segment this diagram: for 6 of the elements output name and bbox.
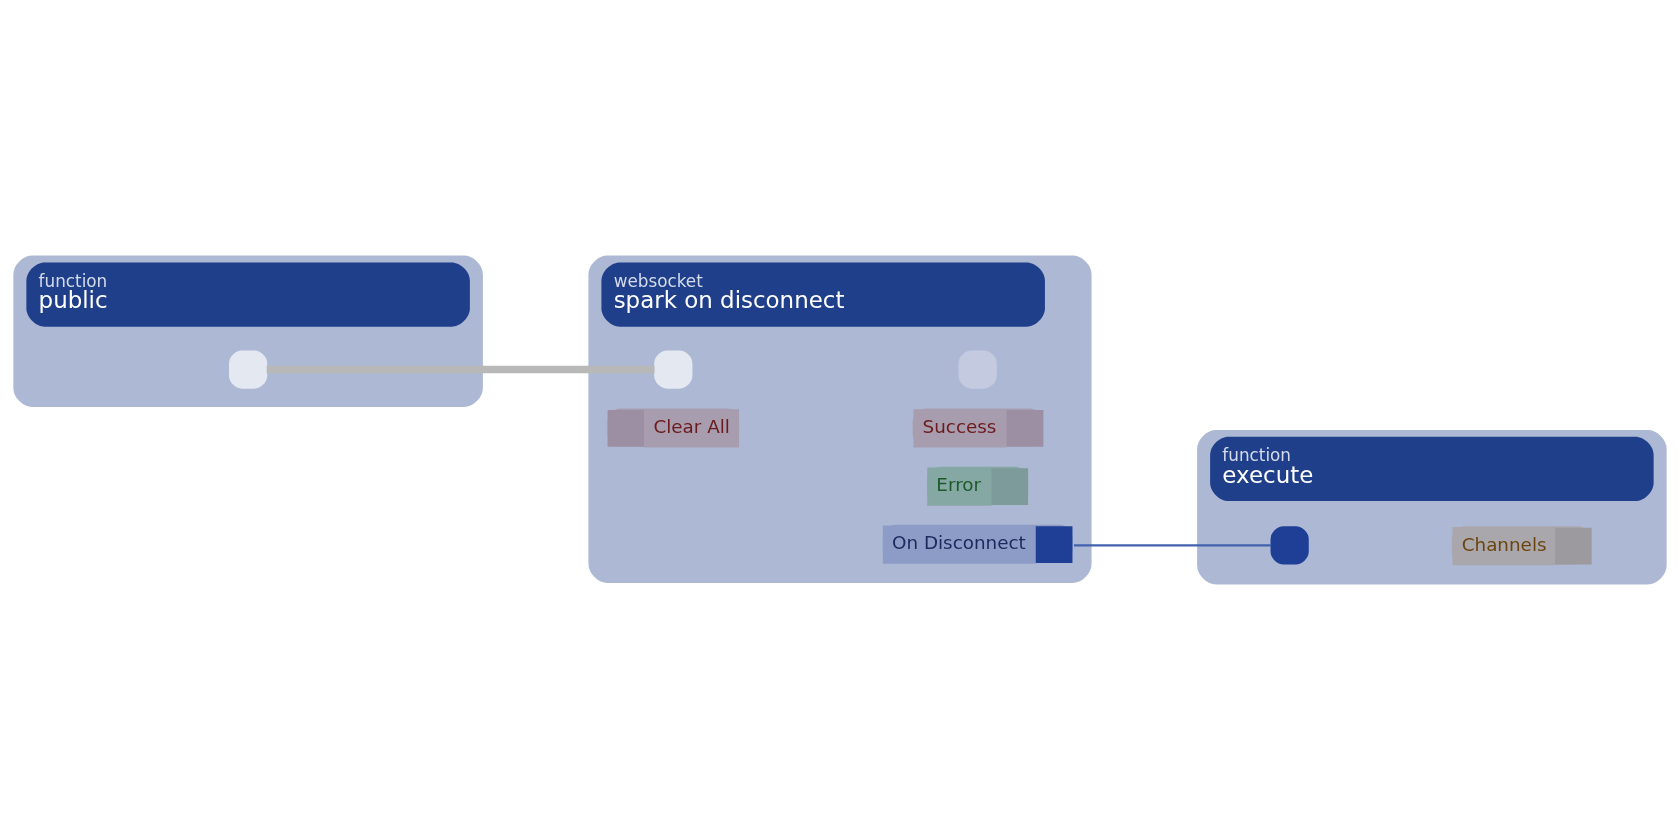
connector	[266, 365, 655, 374]
node-box	[654, 350, 693, 389]
cluster: function public	[13, 255, 483, 407]
node-box	[229, 350, 268, 389]
node-box	[1270, 526, 1309, 565]
connector	[1074, 544, 1271, 547]
